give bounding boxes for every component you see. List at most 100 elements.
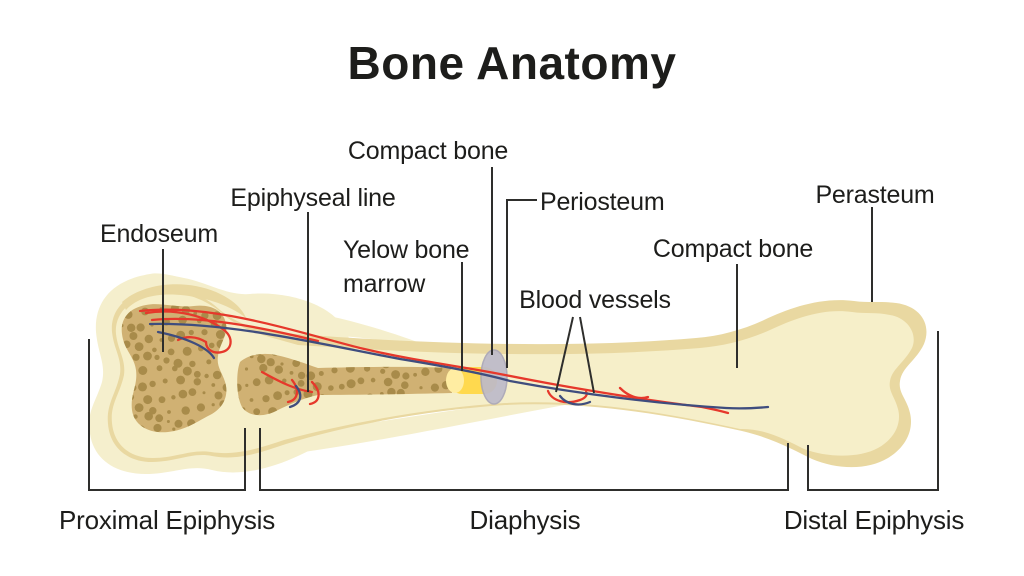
spongy-dot bbox=[166, 420, 170, 423]
spongy-dot bbox=[370, 377, 376, 383]
spongy-dot bbox=[379, 306, 387, 315]
spongy-dot bbox=[404, 321, 410, 327]
spongy-dot bbox=[121, 323, 124, 328]
spongy-dot bbox=[167, 410, 171, 414]
spongy-dot bbox=[127, 323, 136, 332]
region-brackets bbox=[88, 331, 939, 491]
spongy-dot bbox=[182, 346, 192, 356]
spongy-dot bbox=[173, 358, 183, 368]
spongy-dot bbox=[171, 395, 176, 400]
spongy-dot bbox=[436, 306, 443, 313]
spongy-dot bbox=[134, 403, 144, 412]
bracket-proximal-epiphysis bbox=[88, 339, 246, 491]
spongy-dot bbox=[211, 403, 215, 407]
spongy-dot bbox=[401, 381, 409, 390]
label-periosteum: Periosteum bbox=[540, 188, 665, 216]
spongy-dot bbox=[138, 366, 148, 375]
spongy-dot bbox=[409, 331, 416, 338]
spongy-dot bbox=[387, 387, 396, 397]
spongy-dot bbox=[390, 309, 399, 318]
leader-periosteum bbox=[506, 199, 537, 368]
spongy-dot bbox=[430, 383, 439, 392]
spongy-dot bbox=[419, 386, 423, 390]
label-endoseum: Endoseum bbox=[100, 220, 218, 248]
spongy-dot bbox=[143, 395, 153, 405]
spongy-dot bbox=[292, 359, 301, 367]
spongy-dot bbox=[450, 320, 452, 326]
bone-halo-above-shaft bbox=[296, 310, 436, 349]
label-diaphysis: Diaphysis bbox=[469, 505, 581, 535]
label-compact-bone-right: Compact bone bbox=[652, 235, 814, 263]
spongy-dot bbox=[252, 378, 261, 387]
spongy-dot bbox=[249, 398, 254, 402]
spongy-dot bbox=[153, 423, 162, 433]
spongy-dot bbox=[174, 419, 183, 428]
spongy-dot bbox=[382, 304, 391, 309]
spongy-dot bbox=[182, 366, 192, 376]
spongy-dot bbox=[367, 306, 371, 310]
spongy-dot bbox=[212, 370, 222, 380]
spongy-dot bbox=[266, 358, 275, 367]
page-title: Bone Anatomy bbox=[347, 37, 677, 89]
spongy-dot bbox=[193, 378, 201, 386]
spongy-dot bbox=[423, 333, 433, 343]
spongy-dot bbox=[380, 368, 386, 374]
spongy-dot bbox=[328, 385, 334, 391]
spongy-dot bbox=[188, 388, 197, 396]
spongy-dot bbox=[208, 342, 215, 349]
yellow-bone-marrow-cap bbox=[446, 368, 464, 393]
spongy-dot bbox=[440, 323, 448, 330]
spongy-dot bbox=[193, 370, 201, 378]
spongy-dot bbox=[383, 377, 393, 387]
spongy-dot bbox=[257, 354, 266, 364]
label-yellow-bone-marrow-line2: marrow bbox=[343, 270, 426, 298]
spongy-dot bbox=[413, 372, 417, 377]
spongy-dot bbox=[331, 367, 338, 374]
bracket-diaphysis bbox=[259, 428, 789, 491]
spongy-dot bbox=[134, 342, 144, 351]
bracket-distal-epiphysis bbox=[807, 331, 939, 491]
spongy-dot bbox=[178, 389, 188, 399]
spongy-dot bbox=[262, 395, 270, 403]
spongy-dot bbox=[152, 347, 157, 353]
spongy-dot bbox=[245, 383, 249, 387]
compact-bone-crescent bbox=[122, 284, 246, 318]
spongy-dot bbox=[421, 367, 430, 376]
spongy-dot bbox=[162, 378, 168, 384]
spongy-dot bbox=[259, 363, 268, 373]
label-proximal-epiphysis: Proximal Epiphysis bbox=[58, 505, 276, 535]
spongy-dot bbox=[136, 323, 145, 332]
spongy-dot bbox=[163, 357, 170, 364]
spongy-dot bbox=[206, 359, 212, 365]
leader-blood-vessels-right bbox=[579, 316, 595, 394]
spongy-dot bbox=[396, 329, 403, 336]
spongy-dot bbox=[158, 396, 166, 404]
spongy-dot bbox=[196, 403, 205, 412]
spongy-dot bbox=[409, 312, 417, 319]
spongy-dot bbox=[297, 380, 305, 387]
spongy-dot bbox=[318, 371, 324, 376]
spongy-dot bbox=[155, 414, 164, 423]
spongy-dot bbox=[338, 383, 345, 390]
spongy-dot bbox=[280, 362, 284, 366]
spongy-dot bbox=[346, 379, 356, 389]
spongy-dot bbox=[402, 372, 410, 380]
spongy-dot bbox=[274, 365, 283, 374]
spongy-dot bbox=[193, 311, 198, 316]
spongy-dot bbox=[172, 427, 176, 431]
spongy-dot bbox=[149, 380, 156, 388]
spongy-dot bbox=[401, 313, 406, 318]
spongy-bone-shaft bbox=[237, 353, 452, 416]
spongy-dot bbox=[129, 332, 138, 340]
bone-inner-fill bbox=[111, 292, 914, 458]
spongy-dot bbox=[289, 371, 294, 375]
spongy-dot bbox=[420, 308, 430, 318]
spongy-dot bbox=[156, 365, 163, 372]
label-yellow-bone-marrow-line1: Yelow bone bbox=[343, 236, 470, 264]
spongy-dot bbox=[201, 329, 208, 336]
leader-blood-vessels-left bbox=[555, 316, 574, 393]
spongy-dot bbox=[399, 304, 404, 305]
spongy-dot bbox=[132, 353, 140, 361]
spongy-dot bbox=[391, 370, 400, 379]
spongy-dot bbox=[133, 414, 138, 419]
